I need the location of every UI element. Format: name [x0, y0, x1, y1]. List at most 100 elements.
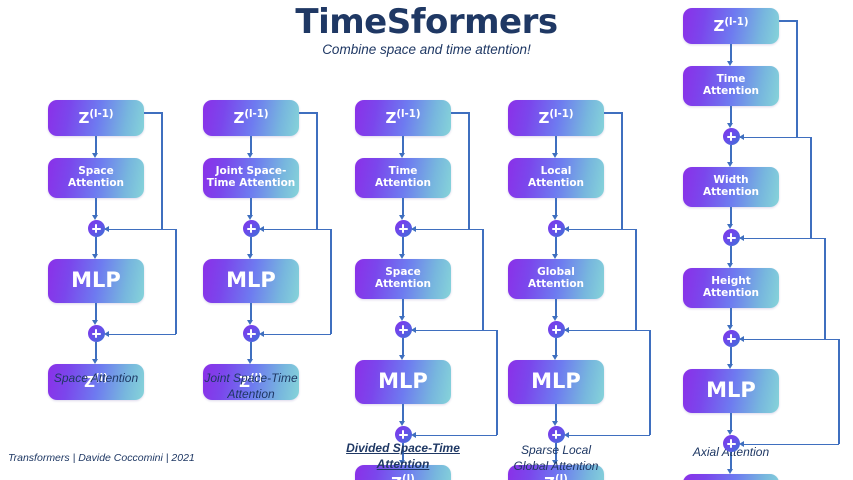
flow-arrowhead-icon: [399, 215, 406, 220]
node-label: Z(l-1): [538, 108, 574, 127]
residual-connector: [564, 228, 636, 231]
flow-arrowhead-icon: [727, 224, 734, 229]
residual-connector: [259, 228, 331, 231]
residual-connector: [564, 329, 650, 332]
node-mlp: MLP: [683, 369, 779, 413]
flow-arrowhead-icon: [552, 355, 559, 360]
node-label: Z(l-1): [78, 108, 114, 127]
node-label-superscript: (l): [95, 372, 108, 384]
caption-line: Divided Space-Time: [346, 441, 460, 455]
residual-connector: [810, 136, 812, 238]
flow-arrowhead-icon: [552, 460, 559, 465]
caption-line: Global Attention: [513, 459, 599, 474]
flow-connector: [402, 443, 404, 460]
node-joint-space-time-attention: Joint Space-Time Attention: [203, 158, 299, 198]
residual-connector: [144, 112, 162, 114]
flow-connector: [402, 299, 404, 316]
node-mlp: MLP: [203, 259, 299, 303]
add-node-add-4: [722, 435, 740, 452]
flow-arrowhead-icon: [92, 215, 99, 220]
residual-connector: [779, 20, 797, 22]
flow-connector: [730, 347, 732, 364]
residual-connector: [742, 443, 839, 446]
flow-connector: [95, 237, 97, 254]
add-node-add-2: [547, 321, 565, 338]
residual-connector: [496, 329, 498, 435]
node-input: Z(l-1): [355, 100, 451, 136]
node-output: Z(l): [48, 364, 144, 400]
residual-connector: [635, 228, 637, 330]
node-output: Z(l): [355, 465, 451, 480]
node-input: Z(l-1): [683, 8, 779, 44]
add-node-add-1: [722, 128, 740, 145]
node-input: Z(l-1): [203, 100, 299, 136]
residual-connector: [621, 112, 623, 229]
node-mlp: MLP: [508, 360, 604, 404]
add-node-add-1: [394, 220, 412, 237]
flow-connector: [730, 145, 732, 162]
node-input: Z(l-1): [508, 100, 604, 136]
page-title: TimeSformers: [295, 2, 558, 42]
flow-connector: [555, 443, 557, 460]
residual-arrowhead-icon: [103, 330, 109, 337]
flow-connector: [730, 106, 732, 123]
add-node-add-2: [394, 321, 412, 338]
node-input: Z(l-1): [48, 100, 144, 136]
column-caption-axial-attention: Axial Attention: [631, 444, 831, 460]
node-output: Z(l): [508, 465, 604, 480]
flow-arrowhead-icon: [727, 61, 734, 66]
flow-connector: [95, 198, 97, 215]
node-label: MLP: [706, 378, 756, 403]
flow-connector: [250, 303, 252, 320]
node-label: Z(l-1): [713, 16, 749, 35]
residual-arrowhead-icon: [410, 431, 416, 438]
node-label: MLP: [378, 369, 428, 394]
residual-connector: [175, 228, 177, 334]
node-label: Z(l): [239, 372, 263, 391]
flow-arrowhead-icon: [727, 469, 734, 474]
node-output: Z(l): [203, 364, 299, 400]
caption-line: Sparse Local: [520, 443, 592, 457]
residual-connector: [739, 338, 839, 341]
residual-connector: [739, 136, 811, 139]
flow-arrowhead-icon: [552, 215, 559, 220]
flow-arrowhead-icon: [727, 162, 734, 167]
flow-arrowhead-icon: [727, 123, 734, 128]
flow-arrowhead-icon: [552, 254, 559, 259]
flow-arrowhead-icon: [399, 460, 406, 465]
add-node-add-2: [87, 325, 105, 342]
flow-connector: [555, 338, 557, 355]
node-label-superscript: (l): [250, 372, 263, 384]
flow-connector: [402, 237, 404, 254]
residual-arrowhead-icon: [258, 330, 264, 337]
node-label-superscript: (l): [555, 473, 568, 480]
flow-connector: [250, 342, 252, 359]
residual-connector: [262, 333, 331, 336]
add-node-add-1: [242, 220, 260, 237]
caption-line: Attention: [376, 457, 430, 472]
residual-connector: [451, 112, 469, 114]
residual-arrowhead-icon: [738, 440, 744, 447]
flow-arrowhead-icon: [552, 316, 559, 321]
flow-arrowhead-icon: [727, 325, 734, 330]
flow-arrowhead-icon: [247, 359, 254, 364]
node-label: Z(l): [84, 372, 108, 391]
node-label: Z(l-1): [233, 108, 269, 127]
flow-connector: [730, 452, 732, 469]
flow-arrowhead-icon: [92, 254, 99, 259]
flow-connector: [250, 237, 252, 254]
residual-connector: [604, 112, 622, 114]
flow-connector: [95, 342, 97, 359]
residual-connector: [739, 237, 825, 240]
